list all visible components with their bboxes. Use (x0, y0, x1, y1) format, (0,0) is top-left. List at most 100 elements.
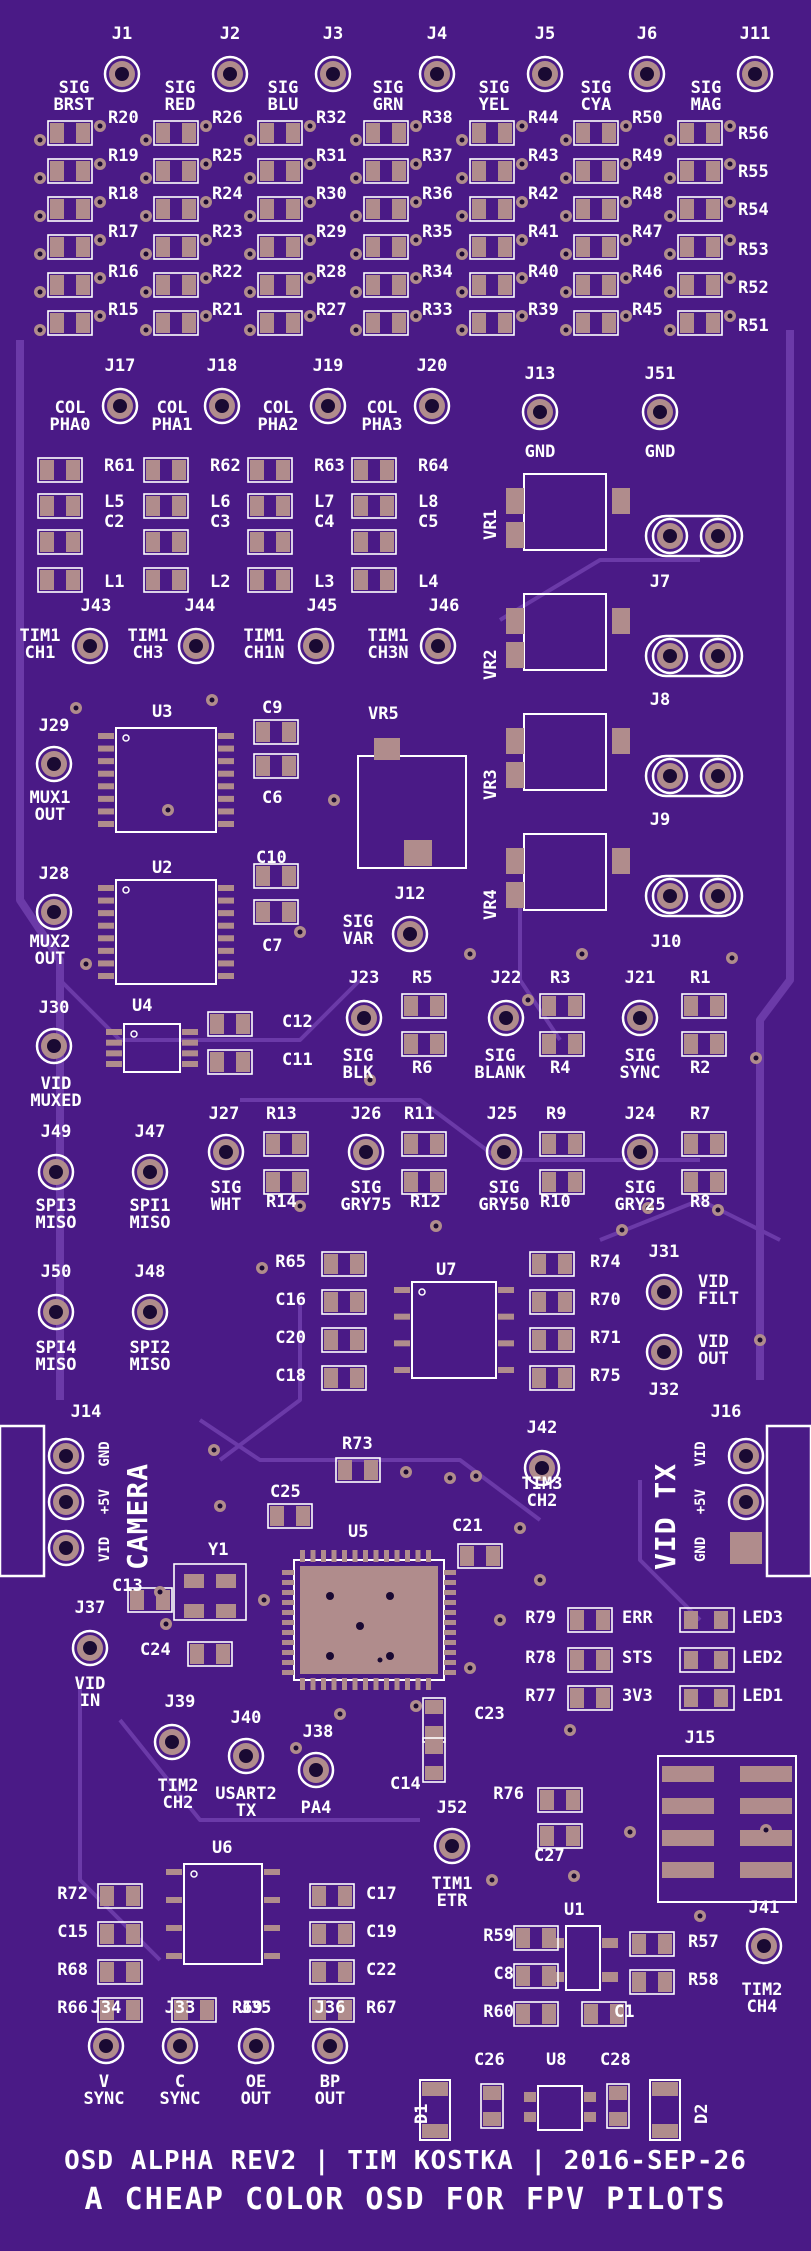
u1-right-0-pad-a (632, 1934, 646, 1954)
header-sig-1-ring (487, 999, 525, 1037)
resistor-ladder-5-4-pad-a (576, 275, 590, 295)
label-j24: J24 (624, 1104, 656, 1124)
led-0-outline (679, 1607, 735, 1633)
jumper-2-b-drill (711, 769, 725, 783)
resistor-ladder-3-1-outline (363, 158, 409, 184)
via-drill (203, 275, 209, 281)
header-top-0-ring (103, 55, 141, 93)
label-r18: R18 (108, 184, 139, 204)
led-pad-b (714, 1689, 728, 1707)
resistor-ladder-6-4-pad-b (706, 275, 720, 295)
j15-outline (657, 1755, 797, 1903)
u6-left-0-outline (97, 1883, 143, 1909)
label-led2: LED2 (742, 1648, 783, 1668)
label-col-pha1: COL PHA1 (151, 398, 193, 435)
phase-filter-3-3-pad-b (380, 570, 394, 590)
j15-pin-b (740, 1862, 792, 1878)
sig-resistor-1-outline (401, 1031, 447, 1057)
via-drill (203, 123, 209, 129)
label-r72: R72 (57, 1884, 88, 1904)
header-tim1-1-drill (189, 639, 203, 653)
mux-cap-5-pad-a (210, 1052, 224, 1072)
u3-chip-pin (98, 783, 114, 790)
u5-pin (352, 1678, 358, 1690)
phase-filter-3-3-pad-a (354, 570, 368, 590)
u7-left-2-pad-a (324, 1330, 338, 1350)
u5-pin (444, 1620, 456, 1625)
u5-pin (444, 1630, 456, 1635)
phase-filter-2-3-pad-b (276, 570, 290, 590)
regulator-2-pad-c (506, 762, 524, 788)
trace (498, 558, 700, 622)
label-j16: J16 (710, 1402, 742, 1422)
label-led1: LED1 (742, 1686, 783, 1706)
u5-pin (282, 1660, 294, 1665)
via-drill (73, 705, 79, 711)
label-j40: J40 (230, 1708, 262, 1728)
label-sts: STS (622, 1648, 653, 1668)
u6-chip-pin (166, 1953, 182, 1959)
label-r37: R37 (422, 146, 453, 166)
label-r21: R21 (212, 300, 243, 320)
u1-left-0-outline (513, 1925, 559, 1951)
label-tx-pins: GND +5V VID (693, 1441, 709, 1562)
via-drill (259, 1265, 265, 1271)
u5-pin (444, 1670, 456, 1675)
led-2-outline (679, 1685, 735, 1711)
label-r55: R55 (738, 162, 769, 182)
resistor-ladder-1-5-pad-b (182, 313, 196, 333)
header-gray-1-ring (347, 1133, 385, 1171)
resistor-ladder-5-5-outline (573, 310, 619, 336)
via-drill (97, 123, 103, 129)
label-j29: J29 (38, 716, 70, 736)
resistor-ladder-2-1-outline (257, 158, 303, 184)
u3-chip-pin (218, 758, 234, 765)
u1-right-0-outline (629, 1931, 675, 1957)
trace (518, 900, 562, 1042)
label-sig-cya: SIG CYA (580, 78, 612, 115)
phase-filter-3-2-pad-a (354, 532, 368, 552)
phase-filter-3-0-pad-a (354, 460, 368, 480)
gray-resistor-7-pad-b (710, 1172, 724, 1192)
resistor-ladder-4-3-outline (469, 234, 515, 260)
resistor-ladder-6-3-pad-a (680, 237, 694, 257)
via-drill (297, 1203, 303, 1209)
header-j12-drill (403, 927, 417, 941)
resistor-ladder-1-4-pad-a (156, 275, 170, 295)
via-drill (247, 213, 253, 219)
via-drill (459, 289, 465, 295)
c28-footprint-outline (606, 2083, 630, 2129)
camera-pin-2-ring (47, 1529, 85, 1567)
u2-chip-pin (218, 910, 234, 917)
resistor-ladder-1-5-pad-a (156, 313, 170, 333)
via-drill (519, 199, 525, 205)
u3-chip-pin (218, 733, 234, 739)
u3-chip-pin (218, 783, 234, 790)
u5-pin (415, 1550, 421, 1562)
label-vid-tx: VID TX (649, 1462, 682, 1570)
u3-chip-pin (98, 795, 114, 802)
resistor-ladder-6-0-pad-b (706, 123, 720, 143)
label-r45: R45 (632, 300, 663, 320)
regulator-2-pad-a (506, 728, 524, 754)
via-drill (727, 123, 733, 129)
c24-footprint-pad-a (190, 1644, 204, 1664)
label-c17: C17 (366, 1884, 397, 1904)
via-drill (247, 175, 253, 181)
label-r38: R38 (422, 108, 453, 128)
label-vid-muxed: VID MUXED (30, 1074, 82, 1111)
via-drill (293, 1745, 299, 1751)
phase-filter-3-0-pad-b (380, 460, 394, 480)
label-bp-out: BP OUT (314, 2072, 346, 2109)
label-c16: C16 (275, 1290, 306, 1310)
label-r27: R27 (316, 300, 347, 320)
label-r61: R61 (104, 456, 135, 476)
header-tim1-3-drill (431, 639, 445, 653)
header-tim1-0-ring (71, 627, 109, 665)
label-camera-pins: VID +5V GND (97, 1441, 113, 1562)
u2-chip-pin (98, 910, 114, 917)
resistor-ladder-3-1-pad-b (392, 161, 406, 181)
label-j42: J42 (526, 1418, 558, 1438)
u6-right-2-outline (309, 1959, 355, 1985)
u5-pin (444, 1580, 456, 1585)
